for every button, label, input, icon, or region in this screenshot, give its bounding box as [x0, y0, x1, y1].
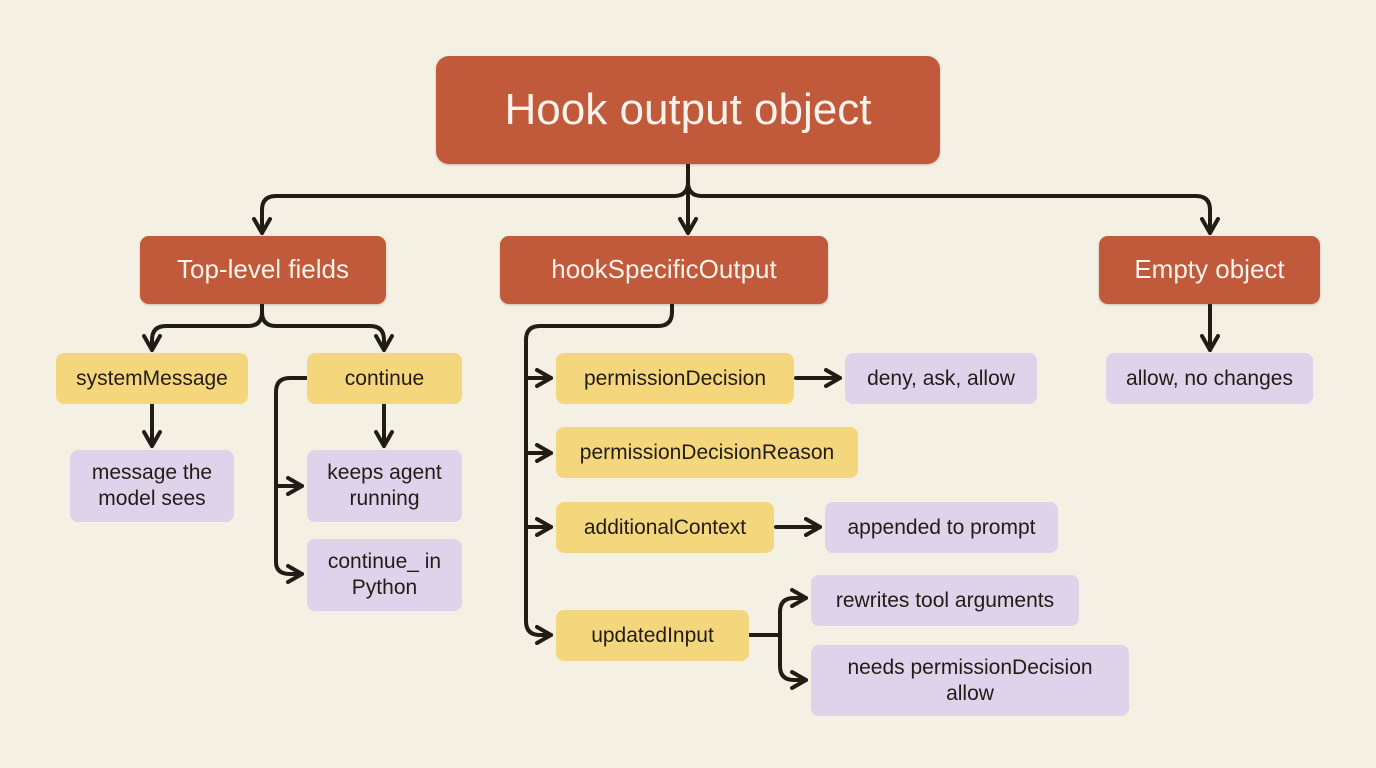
desc-additional-context: appended to prompt: [825, 502, 1058, 553]
field-permission-decision-reason: permissionDecisionReason: [556, 427, 858, 478]
desc-system-message: message the model sees: [70, 450, 234, 522]
desc-continue-keeps-running: keeps agent running: [307, 450, 462, 522]
category-hook-specific-output: hookSpecificOutput: [500, 236, 828, 304]
desc-permission-decision-values: deny, ask, allow: [845, 353, 1037, 404]
connector-root-top-level: [252, 163, 690, 235]
desc-continue-python: continue_ in Python: [307, 539, 462, 611]
category-top-level-fields: Top-level fields: [140, 236, 386, 304]
field-system-message: systemMessage: [56, 353, 248, 404]
connector-updated-input-rewrites: [748, 588, 808, 637]
connector-updated-input-needs: [778, 633, 808, 690]
category-empty-object: Empty object: [1099, 236, 1320, 304]
connector-top-level-continue: [260, 310, 394, 352]
field-additional-context: additionalContext: [556, 502, 774, 553]
connector-top-level-system-message: [142, 302, 264, 352]
connector-hook-specific-trunk: [524, 303, 674, 645]
desc-updated-input-needs-permission: needs permissionDecision allow: [811, 645, 1129, 716]
desc-empty-object: allow, no changes: [1106, 353, 1313, 404]
field-continue: continue: [307, 353, 462, 404]
desc-updated-input-rewrites: rewrites tool arguments: [811, 575, 1079, 626]
connector-continue-python: [274, 376, 308, 584]
field-permission-decision: permissionDecision: [556, 353, 794, 404]
field-updated-input: updatedInput: [556, 610, 749, 661]
root-node: Hook output object: [436, 56, 940, 164]
connector-root-empty: [686, 180, 1220, 235]
